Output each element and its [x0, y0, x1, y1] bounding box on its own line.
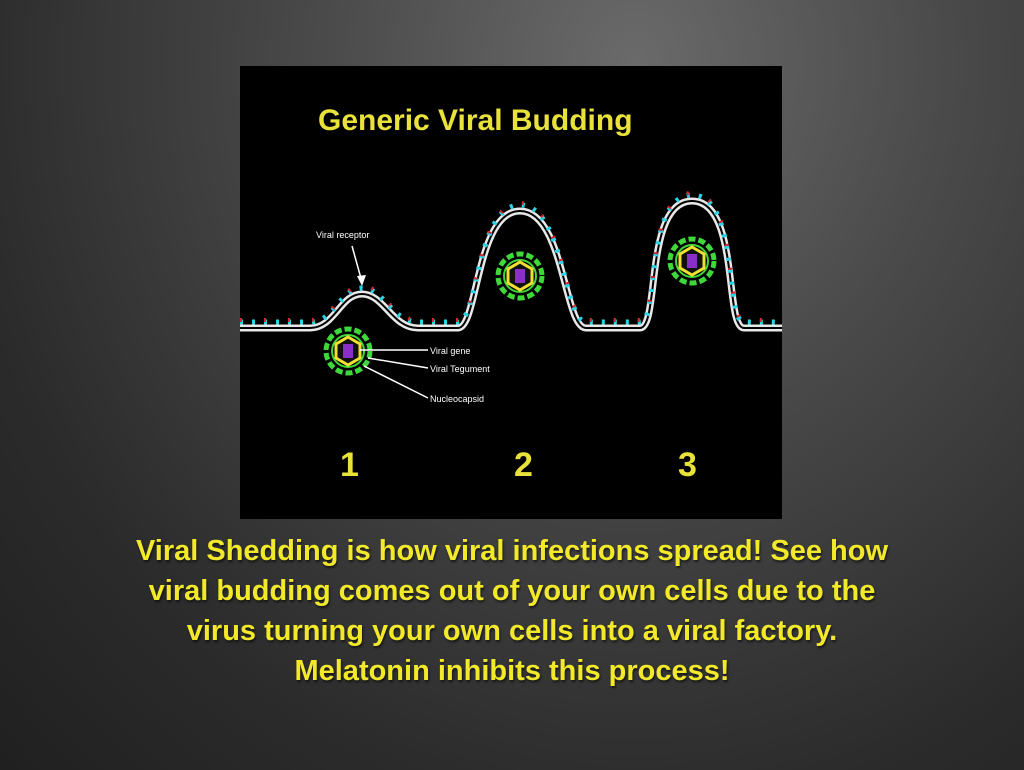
- slide-caption: Viral Shedding is how viral infections s…: [40, 531, 984, 691]
- caption-line-2: viral budding comes out of your own cell…: [148, 575, 876, 607]
- virion-stage-1: [326, 329, 370, 373]
- caption-line-4: Melatonin inhibits this process!: [294, 655, 730, 687]
- label-viral-tegument: Viral Tegument: [430, 364, 490, 374]
- arrow-nucleocapsid: [363, 365, 429, 399]
- virion-stage-3: [670, 239, 714, 283]
- virion-stage-2: [498, 254, 542, 298]
- label-viral-receptor: Viral receptor: [316, 230, 369, 240]
- diagram-title: Generic Viral Budding: [318, 104, 633, 137]
- stage-number-2: 2: [514, 446, 533, 484]
- label-nucleocapsid: Nucleocapsid: [430, 394, 484, 404]
- caption-line-3: virus turning your own cells into a vira…: [186, 615, 838, 647]
- label-viral-gene: Viral gene: [430, 346, 470, 356]
- caption-line-1: Viral Shedding is how viral infections s…: [135, 535, 889, 567]
- arrow-tegument: [367, 357, 429, 369]
- stage-number-3: 3: [678, 446, 697, 484]
- viral-budding-diagram: Generic Viral Budding Viral receptor Vir…: [240, 66, 782, 519]
- stage-number-1: 1: [340, 446, 359, 484]
